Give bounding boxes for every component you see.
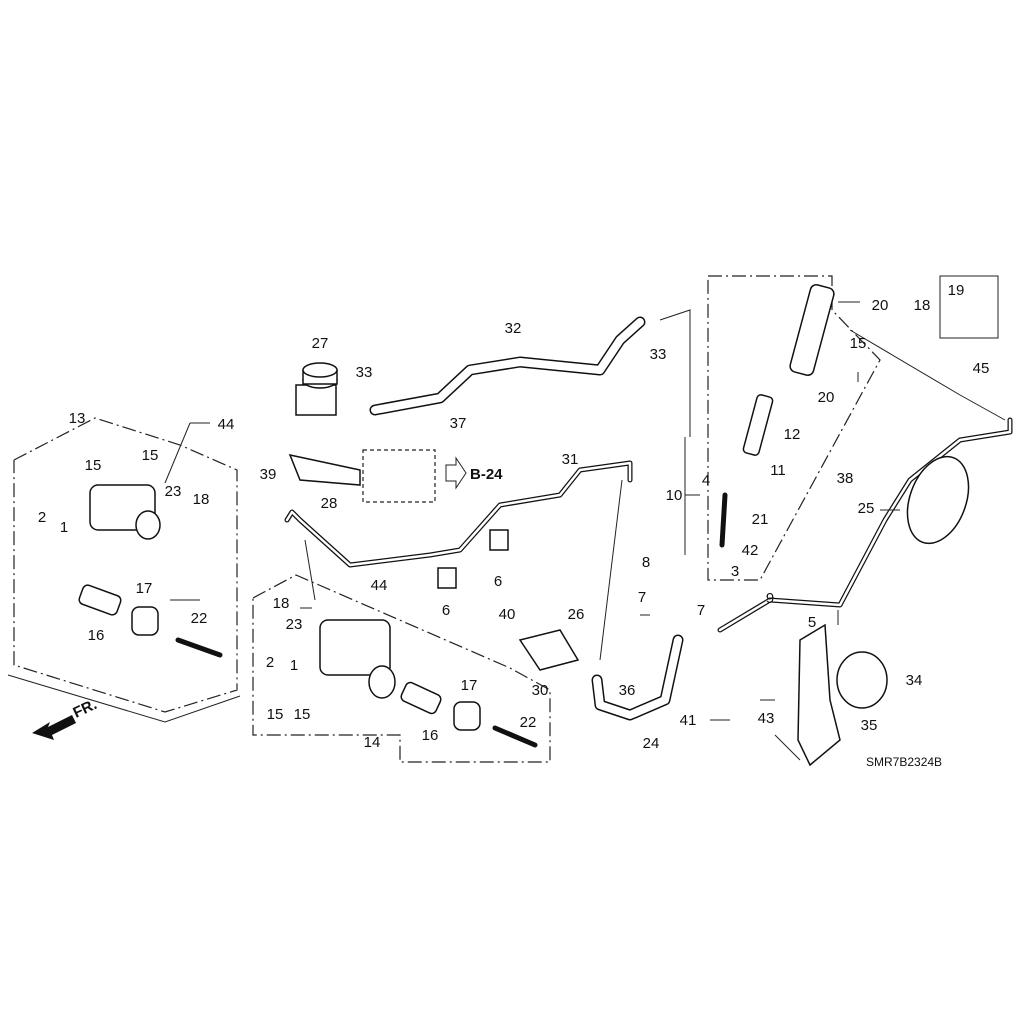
callout: 22 [191, 610, 208, 627]
callout: 35 [861, 717, 878, 734]
callout: 4 [702, 472, 710, 489]
rod-22 [175, 637, 223, 658]
callout: 17 [461, 677, 478, 694]
callout: 18 [273, 595, 290, 612]
callout: 44 [371, 577, 388, 594]
callout: 10 [666, 487, 683, 504]
callout: 1 [60, 519, 68, 536]
callout: 13 [69, 410, 86, 427]
callout: 34 [906, 672, 923, 689]
spring-12 [742, 394, 774, 456]
callout: 2 [266, 654, 274, 671]
callout: 41 [680, 712, 697, 729]
callout: 11 [770, 462, 786, 479]
assembly-14-outline [252, 574, 551, 763]
callout: 16 [88, 627, 105, 644]
callout: 30 [532, 682, 549, 699]
reference-label: B-24 [470, 466, 503, 483]
callout-labels: 13 15 15 2 1 23 18 44 17 16 22 27 33 32 … [38, 282, 990, 752]
damper-25 [906, 455, 970, 545]
callout: 18 [914, 297, 931, 314]
callout: 31 [562, 451, 579, 468]
callout: 3 [731, 563, 739, 580]
callout: 20 [872, 297, 889, 314]
bracket-28 [288, 453, 361, 486]
reservoir-27 [295, 362, 338, 416]
front-arrow-icon [32, 715, 76, 740]
clip-6a [489, 529, 509, 551]
callout: 8 [642, 554, 650, 571]
callout: 28 [321, 495, 338, 512]
callout: 22 [520, 714, 537, 731]
master-cylinder-14 [319, 619, 396, 699]
callout: 40 [499, 606, 516, 623]
callout: 18 [193, 491, 210, 508]
piston-17 [131, 606, 159, 636]
callout: 45 [973, 360, 990, 377]
callout: 2 [38, 509, 46, 526]
callout: 21 [752, 511, 769, 528]
callout: 27 [312, 335, 329, 352]
callout: 15 [267, 706, 284, 723]
callout: 7 [697, 602, 705, 619]
callout: 16 [422, 727, 439, 744]
assembly-13-outline [13, 417, 238, 713]
callout: 19 [948, 282, 965, 299]
piston-17b [453, 701, 481, 731]
callout: 42 [742, 542, 759, 559]
callout: 12 [784, 426, 801, 443]
callout: 7 [638, 589, 646, 606]
kit-45-box [939, 275, 999, 339]
pedal-body [789, 284, 835, 376]
boot-16 [78, 584, 122, 616]
leader-lines [164, 301, 1006, 761]
master-cylinder-13 [89, 484, 161, 540]
callout: 15 [294, 706, 311, 723]
callout: 17 [136, 580, 153, 597]
callout: 36 [619, 682, 636, 699]
callout: 43 [758, 710, 775, 727]
callout: 20 [818, 389, 835, 406]
cover-34 [836, 651, 888, 709]
callout: 6 [442, 602, 450, 619]
callout: 15 [85, 457, 102, 474]
reference-arrow-icon [445, 456, 467, 490]
boot-16b [400, 681, 442, 715]
callout: 37 [450, 415, 467, 432]
bracket-dashed-box [362, 449, 436, 503]
bolt-21 [719, 492, 728, 548]
callout: 38 [837, 470, 854, 487]
callout: 9 [766, 590, 774, 607]
clip-6b [437, 567, 457, 589]
diagram-code: SMR7B2324B [866, 755, 942, 769]
callout: 26 [568, 606, 585, 623]
callout: 33 [650, 346, 667, 363]
plate-30 [518, 629, 580, 671]
callout: 1 [290, 657, 298, 674]
callout: 39 [260, 466, 277, 483]
callout: 5 [808, 614, 816, 631]
callout: 44 [218, 416, 235, 433]
callout: 15 [850, 335, 867, 352]
callout: 15 [142, 447, 159, 464]
callout: 24 [643, 735, 660, 752]
callout: 23 [165, 483, 182, 500]
bracket-35 [797, 623, 841, 767]
callout: 14 [364, 734, 381, 751]
rod-22b [492, 725, 538, 748]
callout: 23 [286, 616, 303, 633]
assembly-10-outline [707, 275, 881, 581]
callout: 33 [356, 364, 373, 381]
front-indicator: FR. [71, 696, 100, 722]
callout: 32 [505, 320, 522, 337]
callout: 25 [858, 500, 875, 517]
callout: 6 [494, 573, 502, 590]
